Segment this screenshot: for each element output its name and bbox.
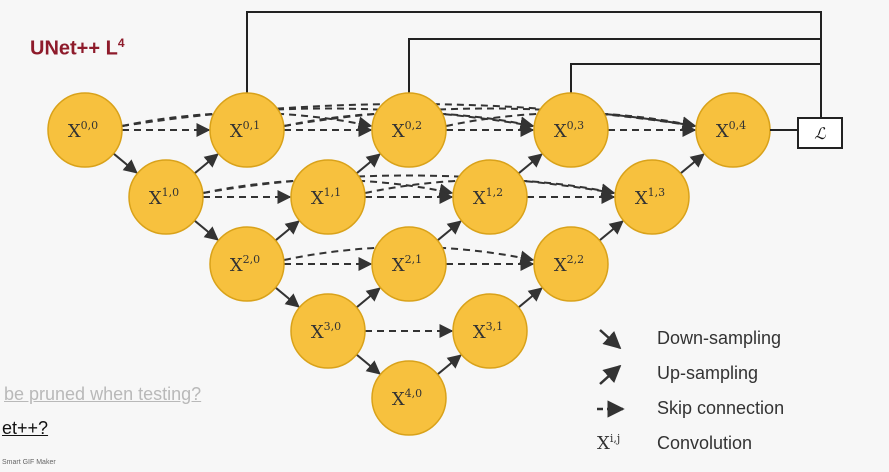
node-label-1-1: X1,1 <box>311 186 341 209</box>
down-arrow <box>112 152 138 174</box>
legend-conv-symbol: Xi,j <box>597 432 621 454</box>
skip-arrow <box>202 174 616 198</box>
legend-up-label: Up-sampling <box>657 363 759 383</box>
up-arrow <box>355 153 381 175</box>
node-0-1 <box>209 92 285 168</box>
node-3-1 <box>452 293 528 369</box>
watermark-text: Smart GIF Maker <box>2 459 56 466</box>
node-2-2 <box>533 226 609 302</box>
diagram-title: UNet++ L4 <box>30 36 125 60</box>
sampling-arrows <box>112 152 705 376</box>
loss-symbol: ℒ <box>814 124 826 143</box>
node-2-1 <box>371 226 447 302</box>
node-0-3 <box>533 92 609 168</box>
up-arrow <box>517 287 543 309</box>
node-4-0 <box>371 360 447 436</box>
overlay-question-unet: et++? <box>2 418 49 438</box>
up-arrow <box>274 220 300 242</box>
node-2-0 <box>209 226 285 302</box>
node-label-0-0: X0,0 <box>68 119 98 142</box>
node-label-2-2: X2,2 <box>554 253 584 276</box>
node-0-0 <box>47 92 123 168</box>
up-arrow <box>193 153 219 175</box>
up-arrow <box>436 220 462 242</box>
node-1-0 <box>128 159 204 235</box>
nodes: X0,0 X0,1 X0,2 X0,3 X0,4X1,0 X1,1 X1,2 X1,3X2,0… <box>47 92 771 436</box>
down-arrow <box>355 353 381 375</box>
node-label-0-2: X0,2 <box>392 119 422 142</box>
node-label-4-0: X4,0 <box>392 387 422 410</box>
node-label-0-4: X0,4 <box>716 119 746 142</box>
node-1-3 <box>614 159 690 235</box>
node-label-3-1: X3,1 <box>473 320 503 343</box>
skip-arrow <box>121 107 535 131</box>
node-1-1 <box>290 159 366 235</box>
legend-down-label: Down-sampling <box>657 328 782 348</box>
loss-box: ℒ <box>770 117 843 149</box>
up-arrow <box>679 153 705 175</box>
legend-icons <box>597 329 625 418</box>
up-arrow <box>355 287 381 309</box>
node-label-1-3: X1,3 <box>635 186 665 209</box>
overlay-question-pruned: be pruned when testing? <box>4 384 202 404</box>
up-arrow <box>436 354 462 376</box>
skip-arrow <box>283 107 697 131</box>
up-arrow <box>517 153 543 175</box>
node-label-3-0: X3,0 <box>311 320 341 343</box>
legend-down-arrow <box>599 329 622 350</box>
node-1-2 <box>452 159 528 235</box>
node-label-2-1: X2,1 <box>392 253 422 276</box>
node-label-1-2: X1,2 <box>473 186 503 209</box>
deep-supervision-lines <box>246 11 822 118</box>
legend-up-arrow <box>599 364 622 385</box>
deep-supervision-line <box>570 63 822 118</box>
legend-conv-label: Convolution <box>657 433 753 453</box>
loss-box-frame <box>797 117 843 149</box>
node-label-2-0: X2,0 <box>230 253 260 276</box>
node-label-0-1: X0,1 <box>230 119 260 142</box>
node-label-1-0: X1,0 <box>149 186 179 209</box>
node-label-0-3: X0,3 <box>554 119 584 142</box>
down-arrow <box>274 286 300 308</box>
up-arrow <box>598 220 624 242</box>
down-arrow <box>193 219 219 241</box>
node-3-0 <box>290 293 366 369</box>
skip-connections <box>121 103 697 338</box>
legend-skip-label: Skip connection <box>657 398 785 418</box>
node-0-2 <box>371 92 447 168</box>
